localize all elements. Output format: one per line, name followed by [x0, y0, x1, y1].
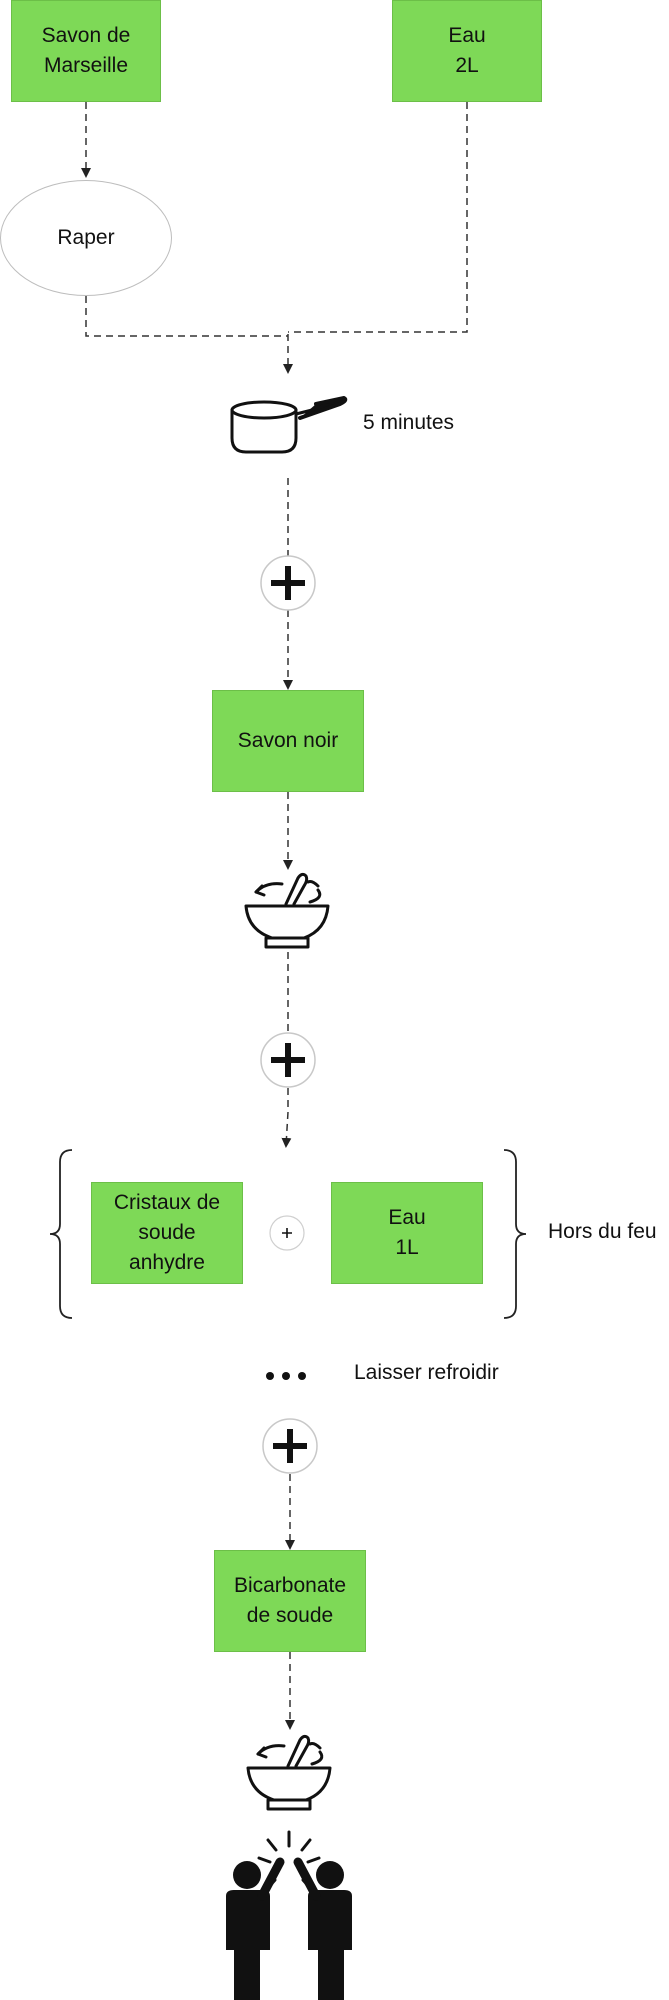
- box-savon-noir: Savon noir: [212, 690, 364, 792]
- label-hors-du-feu: Hors du feu: [548, 1220, 657, 1243]
- connector-raper-to-pan: [85, 296, 288, 337]
- ellipse-raper: Raper: [0, 180, 172, 296]
- left-brace: [49, 1149, 73, 1319]
- right-brace: [503, 1149, 527, 1319]
- label-cook-time: 5 minutes: [363, 411, 455, 434]
- box-bicarbonate-de-soude: Bicarbonate de soude: [214, 1550, 366, 1652]
- label-laisser-refroidir: Laisser refroidir: [354, 1361, 499, 1384]
- saucepan-icon: [230, 396, 348, 454]
- ellipsis-icon: [266, 1372, 306, 1380]
- mortar-pestle-icon-1: [244, 872, 330, 949]
- plus-icon-2: [260, 1032, 316, 1088]
- small-plus-icon: [269, 1215, 305, 1251]
- plus-icon-1: [260, 555, 316, 611]
- connector-plus2-to-group: [281, 1088, 292, 1148]
- plus-icon-3: [262, 1418, 318, 1474]
- high-five-icon: [226, 1830, 352, 2000]
- box-eau-2l: Eau 2L: [392, 0, 542, 102]
- box-eau-1l: Eau 1L: [331, 1182, 483, 1284]
- box-savon-de-marseille: Savon de Marseille: [11, 0, 161, 102]
- mortar-pestle-icon-2: [246, 1734, 332, 1811]
- box-cristaux-de-soude: Cristaux de soude anhydre: [91, 1182, 243, 1284]
- connector-eau-to-pan: [288, 102, 468, 333]
